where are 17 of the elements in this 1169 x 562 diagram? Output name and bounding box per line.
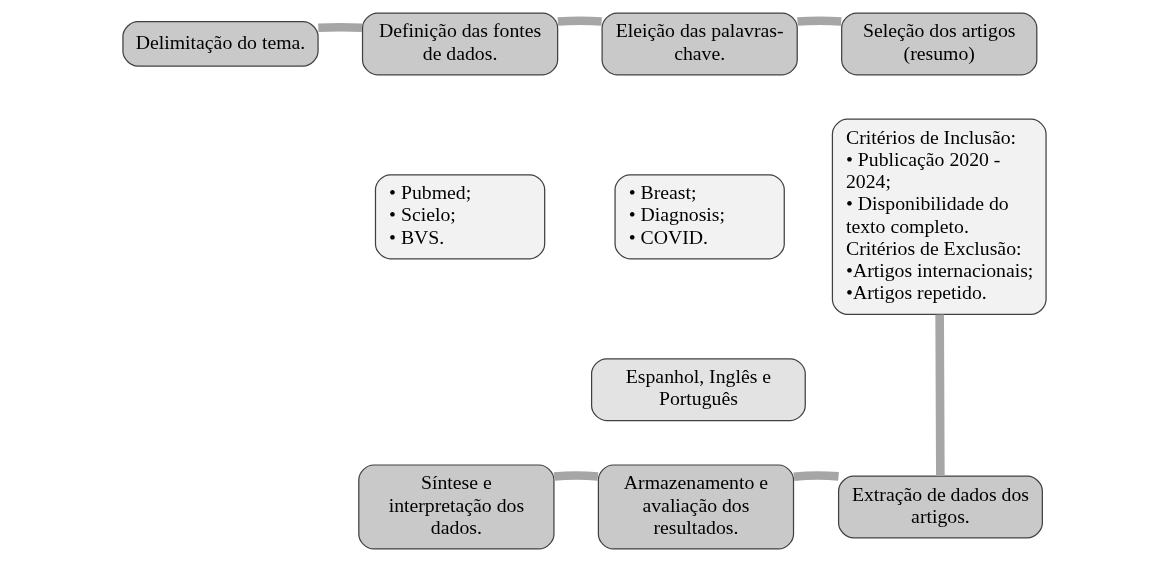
node-box: • Breast; • Diagnosis; • COVID. — [614, 174, 785, 260]
node-box: Definição das fontes de dados. — [361, 12, 559, 76]
connector — [318, 22, 363, 33]
node-box: Espanhol, Inglês e Português — [591, 358, 806, 422]
node-box: Síntese e interpretação dos dados. — [358, 464, 555, 550]
node-box: Eleição das palavras-chave. — [601, 12, 798, 76]
node-box: • Pubmed; • Scielo; • BVS. — [374, 174, 546, 260]
node-box: Critérios de Inclusão: • Publicação 2020 - 2024; • Disponibilidade do texto completo. Critérios de Exclusão: •Artigos internacionais; •Artigos repetido. — [831, 118, 1047, 315]
node-box: Seleção dos artigos (resumo) — [841, 12, 1038, 76]
connector — [553, 471, 599, 481]
connector — [793, 471, 839, 482]
connector — [797, 16, 842, 26]
connector — [557, 16, 602, 26]
node-box: Armazenamento e avaliação dos resultados. — [597, 464, 795, 550]
node-box: Delimitação do tema. — [122, 21, 319, 67]
node-box: Extração de dados dos artigos. — [837, 475, 1043, 539]
connector — [935, 314, 945, 476]
